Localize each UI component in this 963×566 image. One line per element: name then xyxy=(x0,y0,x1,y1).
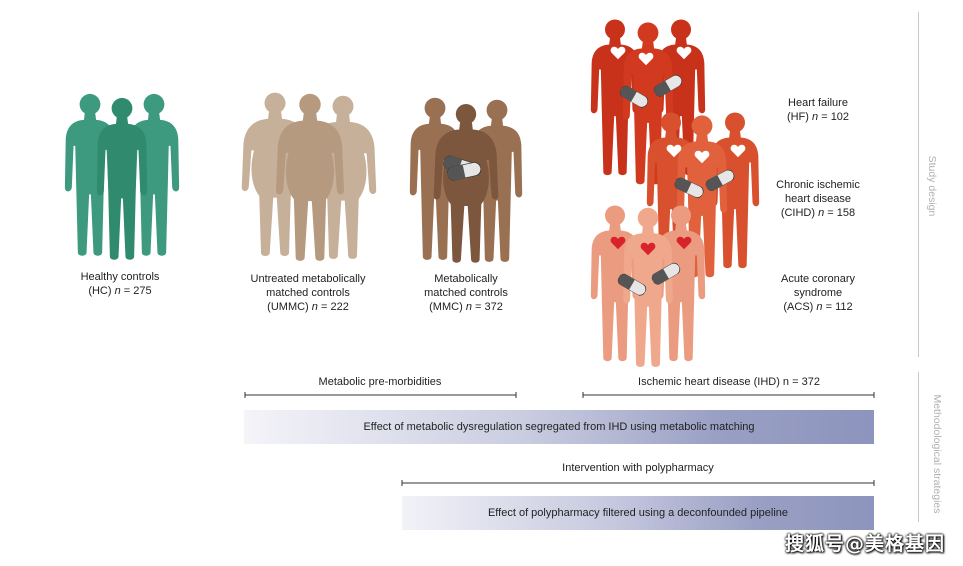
acs-label: Acute coronary syndrome (ACS) n = 112 xyxy=(781,273,855,313)
methodology-divider xyxy=(918,372,919,522)
ummc-label: Untreated metabolically matched controls… xyxy=(250,273,366,313)
mmc-abbr: (MMC) xyxy=(429,301,463,313)
ummc-figures xyxy=(238,90,378,262)
deconfounded-pipeline-bar: Effect of polypharmacy filtered using a … xyxy=(402,496,874,530)
metabolic-bracket xyxy=(244,392,517,398)
ihd-figures xyxy=(586,10,766,368)
acs-count: 112 xyxy=(835,301,853,313)
hc-count: 275 xyxy=(133,285,152,297)
intervention-bracket xyxy=(401,480,875,486)
mmc-label: Metabolically matched controls (MMC) n =… xyxy=(424,273,508,313)
acs-figures xyxy=(590,205,706,367)
study-design-label: Study design xyxy=(926,155,938,217)
ihd-bracket xyxy=(582,392,875,398)
methodological-strategies-label: Methodological strategies xyxy=(931,394,943,514)
healthy-controls-label: Healthy controls (HC) n = 275 xyxy=(50,270,190,298)
mmc-count: 372 xyxy=(484,301,503,313)
deconfounded-pipeline-text: Effect of polypharmacy filtered using a … xyxy=(487,507,789,519)
hc-abbr: (HC) xyxy=(88,285,112,297)
hc-name: Healthy controls xyxy=(80,271,160,283)
hf-label: Heart failure (HF) n = 102 xyxy=(786,97,850,123)
ihd-bracket-label: Ischemic heart disease (IHD) n = 372 xyxy=(638,376,820,388)
metabolic-matching-text: Effect of metabolic dysregulation segreg… xyxy=(363,421,755,433)
watermark: 搜狐号@美格基因 xyxy=(784,533,945,555)
ummc-abbr: (UMMC) xyxy=(267,301,309,313)
cihd-label: Chronic ischemic heart disease (CIHD) n … xyxy=(776,179,860,219)
hf-count: 102 xyxy=(830,111,850,123)
intervention-bracket-label: Intervention with polypharmacy xyxy=(562,462,714,474)
study-design-divider xyxy=(918,12,919,357)
mmc-figures xyxy=(406,96,526,266)
ummc-count: 222 xyxy=(330,301,349,313)
metabolic-matching-bar: Effect of metabolic dysregulation segreg… xyxy=(244,410,874,444)
healthy-controls-figures xyxy=(62,92,182,262)
metabolic-bracket-label: Metabolic pre-morbidities xyxy=(318,376,442,388)
cihd-count: 158 xyxy=(836,207,856,219)
